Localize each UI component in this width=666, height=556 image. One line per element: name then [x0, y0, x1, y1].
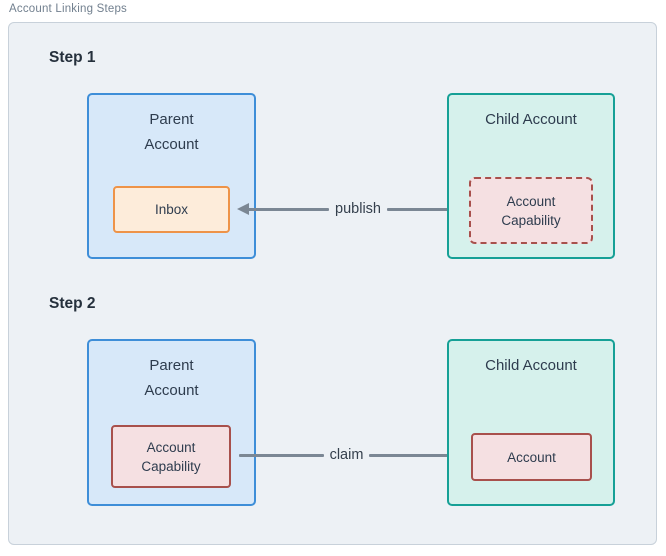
- step2-parent-account-node: Parent Account Account Capability: [87, 339, 256, 506]
- arrow-line: [247, 207, 330, 211]
- claim-arrow-label: claim: [329, 447, 364, 463]
- child-account-title: Child Account: [485, 357, 577, 374]
- account-node: Account: [471, 433, 592, 481]
- publish-arrow-label: publish: [335, 201, 381, 217]
- account-capability-node: Account Capability: [111, 425, 231, 488]
- arrow-line: [239, 453, 324, 457]
- inbox-label: Inbox: [154, 202, 189, 217]
- step1-child-account-node: Child Account Account Capability: [447, 93, 615, 259]
- inbox-node: Inbox: [113, 186, 230, 233]
- step1-parent-account-node: Parent Account Inbox: [87, 93, 256, 259]
- parent-account-title: Parent Account: [144, 357, 199, 399]
- claim-arrow: claim: [239, 443, 464, 467]
- arrowhead-left-icon: [237, 203, 249, 215]
- arrow-line: [369, 453, 454, 457]
- account-label: Account: [507, 449, 556, 465]
- publish-arrow: publish: [237, 197, 470, 221]
- diagram-panel: Step 1 Parent Account Inbox publish Chil…: [8, 22, 657, 545]
- parent-account-title: Parent Account: [144, 111, 199, 153]
- diagram-title: Account Linking Steps: [9, 3, 127, 15]
- child-account-title: Child Account: [485, 111, 577, 128]
- arrow-line: [386, 207, 470, 211]
- step2-child-account-node: Child Account Account: [447, 339, 615, 506]
- account-capability-label: Account Capability: [141, 439, 201, 474]
- account-capability-dashed-node: Account Capability: [469, 177, 593, 244]
- step-1-heading: Step 1: [49, 49, 96, 66]
- account-capability-label: Account Capability: [501, 193, 561, 228]
- step-2-heading: Step 2: [49, 295, 96, 312]
